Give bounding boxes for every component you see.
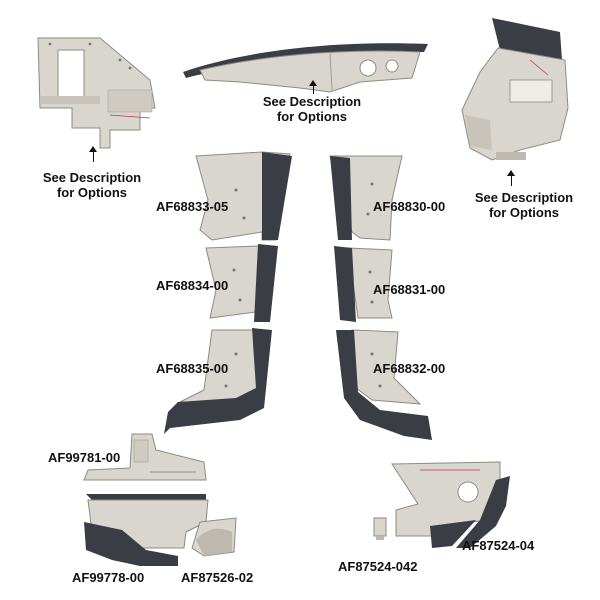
callout-line-2: for Options <box>488 205 560 220</box>
part-label-bottom-left-small: AF87526-02 <box>181 570 254 585</box>
top-right-box <box>461 18 569 161</box>
part-label-left-lower: AF68835-00 <box>156 361 229 376</box>
bottom-left-seal <box>84 494 209 566</box>
part-label-right-mid: AF68831-00 <box>373 282 446 297</box>
part-label-bottom-left-seal: AF99778-00 <box>72 570 145 585</box>
top-left-bracket <box>37 37 156 149</box>
left-panel-upper <box>195 151 292 241</box>
part-label-right-lower: AF68832-00 <box>373 361 446 376</box>
top-center-panel <box>183 43 428 93</box>
right-panel-mid <box>334 246 393 322</box>
left-panel-lower <box>164 328 272 434</box>
part-label-left-upper: AF68833-05 <box>156 199 229 214</box>
bottom-right-seal <box>430 476 510 548</box>
right-panel-lower <box>336 329 432 440</box>
callout-line-1: See Description <box>474 190 574 205</box>
left-panel-mid <box>205 244 278 322</box>
callout-line-1: See Description <box>42 170 142 185</box>
callout-top-right: See Description for Options <box>464 190 584 220</box>
part-label-left-mid: AF68834-00 <box>156 278 229 293</box>
bottom-left-small-panel <box>191 517 237 557</box>
part-label-bottom-right-seal: AF87524-04 <box>462 538 535 553</box>
part-label-bottom-left-top: AF99781-00 <box>48 450 121 465</box>
bottom-right-small-bracket <box>373 517 387 540</box>
callout-line-2: for Options <box>276 109 348 124</box>
right-panel-upper <box>329 155 403 241</box>
callout-top-center: See Description for Options <box>252 94 372 124</box>
bottom-left-top-bracket <box>83 433 207 481</box>
part-label-bottom-right-bracket: AF87524-042 <box>338 559 418 574</box>
callout-line-1: See Description <box>262 94 362 109</box>
callout-top-left: See Description for Options <box>32 170 152 200</box>
part-label-right-upper: AF68830-00 <box>373 199 446 214</box>
callout-line-2: for Options <box>56 185 128 200</box>
